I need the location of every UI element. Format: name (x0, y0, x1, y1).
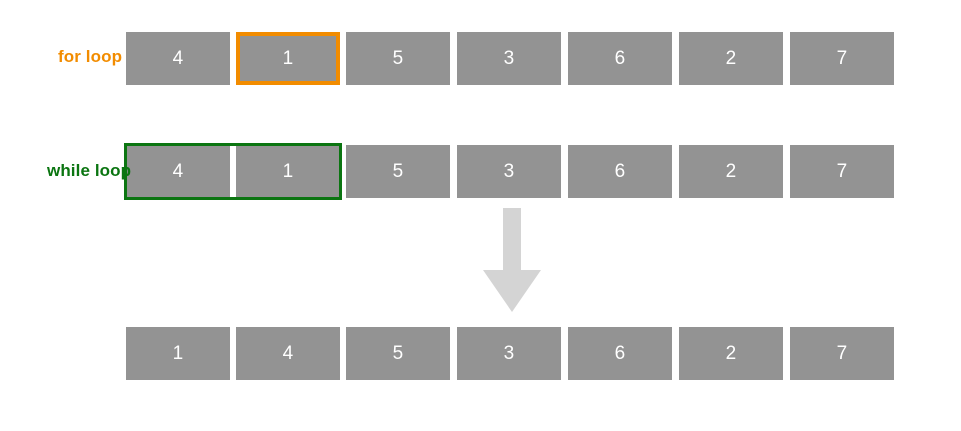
array-cell[interactable]: 5 (346, 32, 450, 85)
array-cell[interactable]: 6 (568, 327, 672, 380)
array-cell[interactable]: 3 (457, 327, 561, 380)
arrow-down-icon (479, 208, 545, 312)
array-cell[interactable]: 7 (790, 32, 894, 85)
array-cell[interactable]: 3 (457, 145, 561, 198)
array-cell[interactable]: 3 (457, 32, 561, 85)
array-cell[interactable]: 4 (126, 32, 230, 85)
array-cell[interactable]: 5 (346, 145, 450, 198)
array-cell[interactable]: 5 (346, 327, 450, 380)
for-loop-label: for loop (58, 47, 123, 66)
array-cell[interactable]: 1 (126, 327, 230, 380)
array-cell[interactable]: 4 (126, 145, 230, 198)
array-cell[interactable]: 4 (236, 327, 340, 380)
array-cell[interactable]: 2 (679, 145, 783, 198)
array-cell[interactable]: 6 (568, 145, 672, 198)
array-cell-highlighted[interactable]: 1 (236, 32, 340, 85)
while-loop-label: while loop (47, 161, 132, 180)
array-cell[interactable]: 1 (236, 145, 340, 198)
array-cell[interactable]: 2 (679, 327, 783, 380)
array-cell[interactable]: 7 (790, 145, 894, 198)
array-cell[interactable]: 2 (679, 32, 783, 85)
array-cell[interactable]: 7 (790, 327, 894, 380)
array-cell[interactable]: 6 (568, 32, 672, 85)
